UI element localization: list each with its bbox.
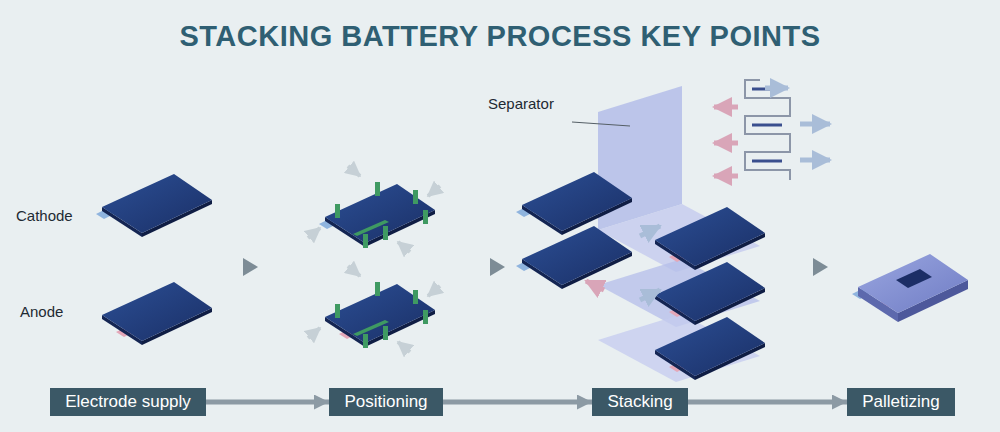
anode-plate [655,317,765,380]
step-label: Positioning [330,388,441,416]
cathode-plate [96,174,212,237]
step-label: Electrode supply [51,388,205,416]
cathode-plate [516,172,632,235]
part-label: Separator [488,95,554,112]
positioning-pins [335,282,428,348]
process-step-box: Positioning [329,388,443,416]
step-label: Stacking [593,388,686,416]
zigzag-sketch [714,80,830,180]
electrode-label: Anode [20,303,63,320]
diagram-title: STACKING BATTERY PROCESS KEY POINTS [0,20,1000,53]
positioning-arrows [308,166,440,352]
flow-triangle [813,258,828,276]
flow-triangle [490,258,505,276]
flow-arrow [443,400,592,405]
process-step-box: Stacking [592,388,688,416]
flow-arrow [688,400,847,405]
anode-plate [655,262,765,325]
stacking-arrows [586,226,660,300]
electrode-label: Cathode [16,207,73,224]
anode-plate [655,207,765,270]
flow-triangle [243,258,258,276]
leader-line [572,122,630,126]
process-step-box: Electrode supply [50,388,206,416]
step-label: Palletizing [848,388,954,416]
process-step-box: Palletizing [847,388,955,416]
positioning-pins [335,182,428,248]
cathode-plate [516,226,632,289]
flow-arrow [206,400,329,405]
stacked-cell [852,254,968,322]
anode-plate [102,282,212,345]
